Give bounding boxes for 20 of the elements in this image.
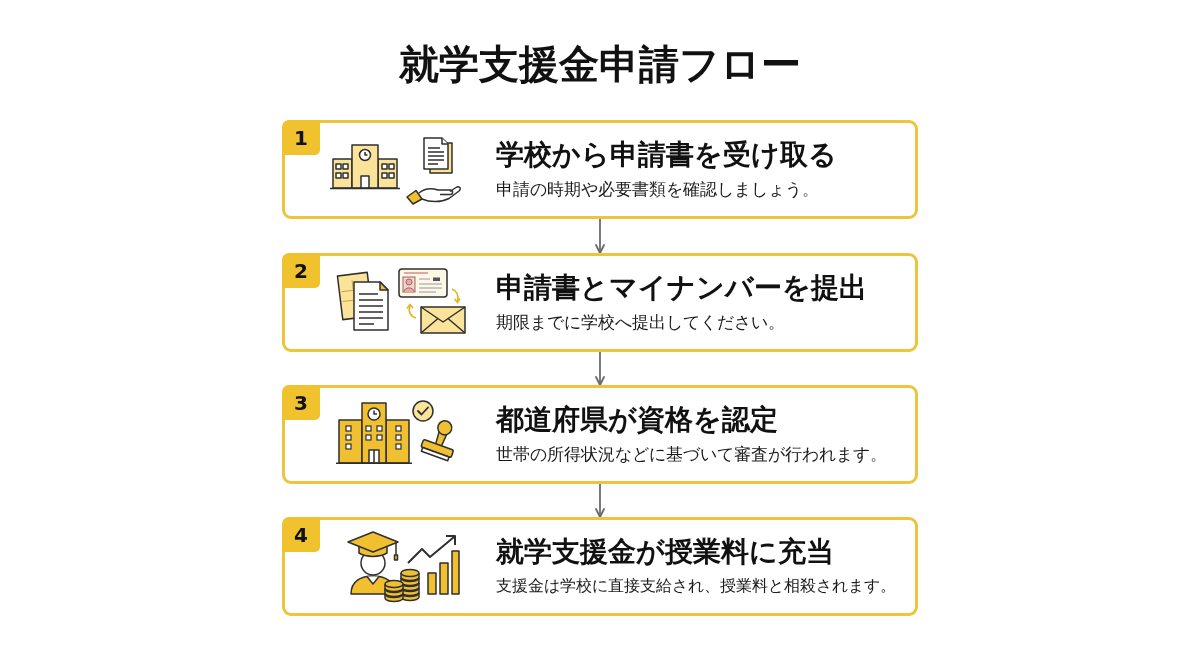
step-description: 期限までに学校へ提出してください。	[496, 311, 785, 334]
flow-arrow	[595, 483, 605, 518]
step-card	[282, 385, 918, 484]
step-number-badge: 3	[282, 385, 320, 420]
step-number-badge: 4	[282, 517, 320, 552]
step-number-badge: 1	[282, 120, 320, 155]
step-heading: 就学支援金が授業料に充当	[496, 535, 834, 569]
step-heading: 学校から申請書を受け取る	[496, 138, 837, 172]
step-card	[282, 517, 918, 616]
step-description: 世帯の所得状況などに基づいて審査が行われます。	[496, 443, 887, 466]
step-number-badge: 2	[282, 253, 320, 288]
diagram-title: 就学支援金申請フロー	[399, 40, 801, 88]
step-description: 申請の時期や必要書類を確認しましょう。	[496, 178, 819, 201]
step-card	[282, 253, 918, 352]
step-heading: 都道府県が資格を認定	[496, 403, 778, 437]
step-description: 支援金は学校に直接支給され、授業料と相殺されます。	[496, 575, 896, 597]
step-heading: 申請書とマイナンバーを提出	[496, 271, 867, 305]
flow-arrow	[595, 351, 605, 386]
step-card	[282, 120, 918, 219]
flow-arrow	[595, 218, 605, 254]
